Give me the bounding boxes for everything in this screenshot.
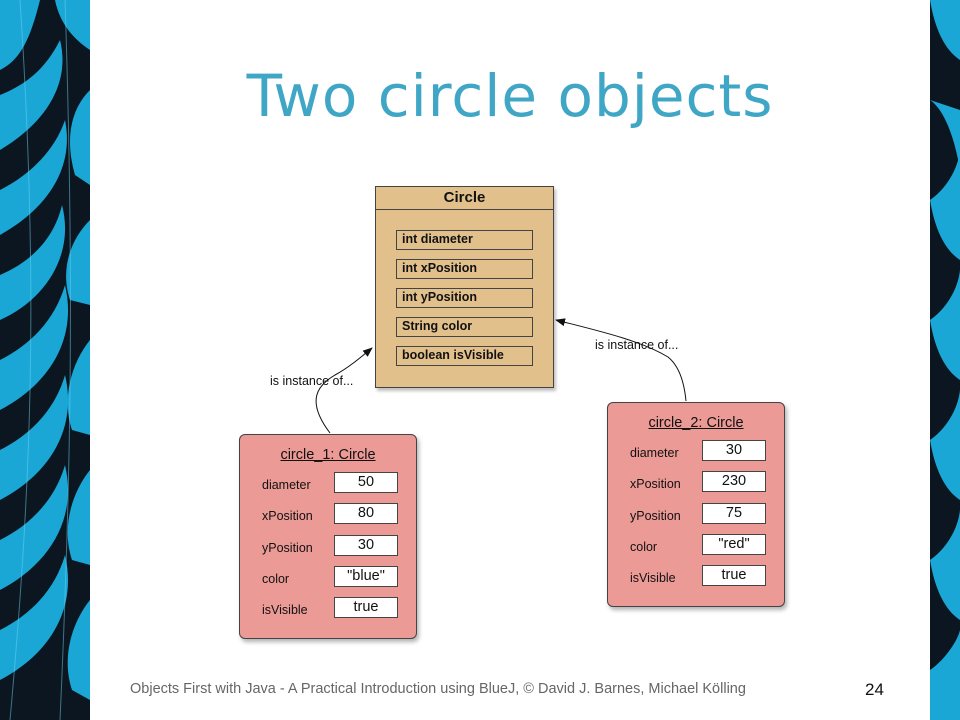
object-field-row: diameter 30	[608, 440, 784, 471]
field-value: 30	[334, 534, 398, 556]
object-box-circle-1: circle_1: Circle diameter 50 xPosition 8…	[239, 434, 417, 639]
feather-decoration-left	[0, 0, 90, 720]
field-value: true	[702, 565, 766, 587]
field-label: xPosition	[262, 509, 313, 524]
object-field-row: color "blue"	[240, 565, 416, 597]
instance-arrow-1	[315, 347, 373, 434]
field-value: "blue"	[334, 565, 398, 587]
object-field-row: yPosition 30	[240, 534, 416, 566]
instance-arrow-2	[555, 318, 687, 402]
object-field-row: diameter 50	[240, 472, 416, 503]
object-field-row: isVisible true	[608, 565, 784, 596]
slide-title: Two circle objects	[246, 62, 774, 130]
field-label: diameter	[262, 478, 311, 492]
class-field: int xPosition	[396, 259, 533, 279]
field-label: yPosition	[262, 540, 313, 555]
class-field-list: int diameter int xPosition int yPosition…	[376, 210, 553, 366]
field-value: 75	[702, 502, 766, 524]
object-field-row: xPosition 230	[608, 471, 784, 502]
field-label: xPosition	[630, 477, 681, 492]
slide-footer: Objects First with Java - A Practical In…	[130, 681, 746, 697]
field-value: "red"	[702, 533, 766, 555]
class-name: Circle	[376, 187, 553, 210]
field-label: diameter	[630, 446, 679, 460]
field-label: isVisible	[630, 571, 676, 586]
field-label: color	[262, 571, 290, 586]
class-field: String color	[396, 317, 533, 337]
instance-label-1: is instance of...	[270, 374, 354, 388]
field-value: 230	[702, 471, 766, 493]
object-field-row: xPosition 80	[240, 503, 416, 534]
object-field-row: color "red"	[608, 533, 784, 565]
object-box-circle-2: circle_2: Circle diameter 30 xPosition 2…	[607, 402, 785, 607]
field-label: color	[630, 539, 658, 554]
circle-class-box: Circle int diameter int xPosition int yP…	[375, 186, 554, 388]
class-field: int diameter	[396, 230, 533, 250]
feather-decoration-right	[930, 0, 960, 720]
field-label: yPosition	[630, 508, 681, 523]
class-field: boolean isVisible	[396, 346, 533, 366]
field-value: 50	[334, 472, 398, 493]
class-field: int yPosition	[396, 288, 533, 308]
instance-label-2: is instance of...	[595, 338, 679, 352]
object-name: circle_1: Circle	[280, 447, 376, 463]
field-label: isVisible	[262, 603, 308, 618]
object-field-row: isVisible true	[240, 597, 416, 628]
field-value: 30	[702, 440, 766, 461]
page-number: 24	[865, 680, 884, 699]
field-value: true	[334, 597, 398, 619]
field-value: 80	[334, 503, 398, 525]
object-name: circle_2: Circle	[648, 415, 744, 431]
object-field-row: yPosition 75	[608, 502, 784, 534]
